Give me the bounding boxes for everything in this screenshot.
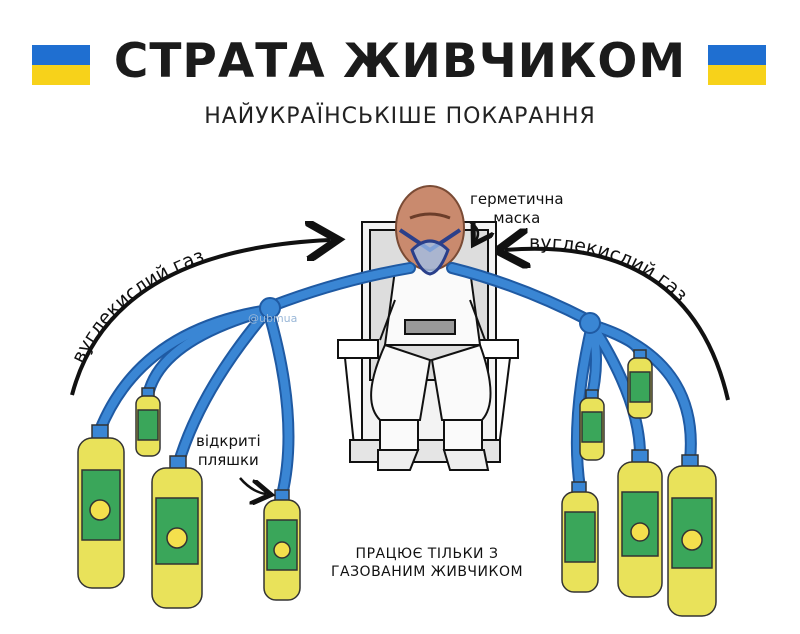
prisoner-figure [370,261,492,471]
bottle-right-1 [561,481,599,593]
mask-label: герметична маска [470,190,564,227]
ukraine-flag-left-icon [32,45,90,85]
bottle-left-3 [151,455,203,609]
bottle-right-4 [617,449,663,598]
watermark: @ubmua [248,312,297,325]
bottles-pointer-arrow [239,477,266,494]
gas-label-right: вуглекислий газ [529,232,692,306]
bottles-label: відкриті пляшки [196,432,261,469]
bottle-right-2 [579,389,605,461]
bottle-right-3 [627,349,653,419]
bottle-left-1 [77,424,125,589]
bottle-right-5 [667,454,717,617]
bottle-left-2 [135,387,161,457]
mask-pointer-arrow [469,222,478,240]
bottom-note: ПРАЦЮЄ ТІЛЬКИ З ГАЗОВАНИМ ЖИВЧИКОМ [330,546,524,580]
head-with-mask [395,185,465,276]
bottles [77,349,717,617]
page-title: СТРАТА ЖИВЧИКОМ [113,34,687,89]
bottle-left-4 [263,489,301,601]
tube-junction-right [579,312,601,334]
gas-arrow-left [70,240,330,396]
page-subtitle: НАЙУКРАЇНСЬКІШЕ ПОКАРАННЯ [204,104,596,129]
gas-arrow-right [505,249,730,401]
ukraine-flag-right-icon [708,45,766,85]
tube-junction-left [259,297,281,319]
